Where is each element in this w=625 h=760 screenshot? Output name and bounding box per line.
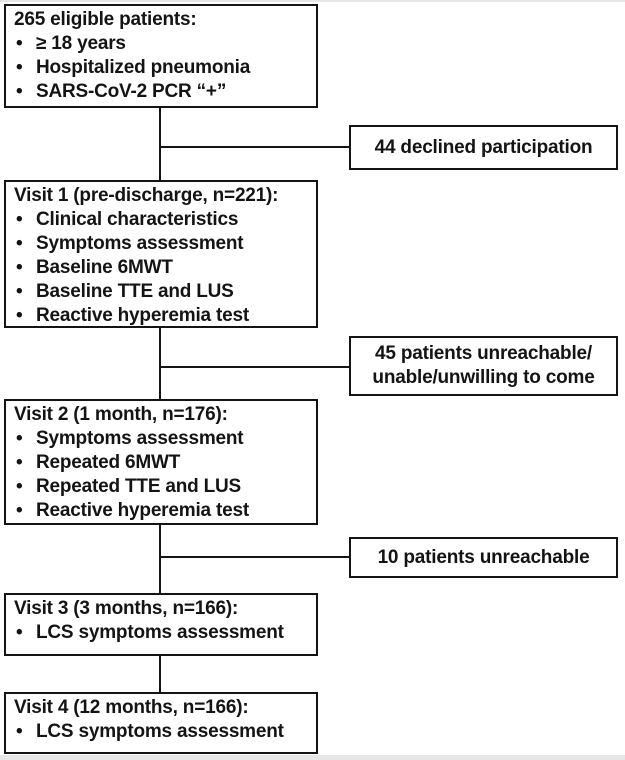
flow-box-visit-2: Visit 2 (1 month, n=176): Symptoms asses…: [4, 399, 318, 525]
box-bullet-list: LCS symptoms assessment: [14, 720, 308, 744]
connector-horizontal-2: [161, 366, 349, 368]
box-title: Visit 3 (3 months, n=166):: [14, 598, 239, 619]
flow-box-eligible-patients: 265 eligible patients: ≥ 18 years Hospit…: [4, 4, 318, 108]
box-bullet-item: Repeated TTE and LUS: [14, 475, 308, 499]
connector-vertical-3: [159, 525, 161, 593]
box-bullet-item: Symptoms assessment: [14, 232, 308, 256]
box-bullet-item: SARS-CoV-2 PCR “+”: [14, 80, 308, 104]
box-bullet-item: Baseline TTE and LUS: [14, 280, 308, 304]
box-bullet-item: Baseline 6MWT: [14, 256, 308, 280]
box-title: Visit 2 (1 month, n=176):: [14, 404, 228, 425]
flow-box-visit-1: Visit 1 (pre-discharge, n=221): Clinical…: [4, 180, 318, 328]
connector-vertical-2: [159, 328, 161, 399]
box-bullet-list: Symptoms assessment Repeated 6MWT Repeat…: [14, 427, 308, 523]
box-bullet-item: Symptoms assessment: [14, 427, 308, 451]
box-bullet-item: Reactive hyperemia test: [14, 499, 308, 523]
box-bullet-item: Repeated 6MWT: [14, 451, 308, 475]
flow-box-declined-participation: 44 declined participation: [349, 125, 618, 170]
box-bullet-item: Hospitalized pneumonia: [14, 56, 308, 80]
connector-horizontal-1: [161, 146, 349, 148]
box-bullet-list: LCS symptoms assessment: [14, 621, 308, 645]
box-bullet-list: ≥ 18 years Hospitalized pneumonia SARS-C…: [14, 32, 308, 104]
box-bullet-item: LCS symptoms assessment: [14, 720, 308, 744]
flow-box-unreachable-visit-3: 10 patients unreachable: [349, 537, 618, 578]
flow-box-unreachable-visit-2: 45 patients unreachable/ unable/unwillin…: [349, 336, 618, 396]
scan-artifact-strip-top: [0, 0, 625, 2]
box-bullet-item: LCS symptoms assessment: [14, 621, 308, 645]
connector-vertical-1: [159, 108, 161, 180]
connector-vertical-4: [159, 656, 161, 692]
side-box-text: 10 patients unreachable: [377, 546, 590, 568]
flow-box-visit-4: Visit 4 (12 months, n=166): LCS symptoms…: [4, 692, 318, 754]
side-box-text: 44 declined participation: [374, 136, 593, 158]
flow-box-visit-3: Visit 3 (3 months, n=166): LCS symptoms …: [4, 593, 318, 656]
scan-artifact-strip-bottom: [0, 755, 625, 760]
box-bullet-item: Clinical characteristics: [14, 208, 308, 232]
box-bullet-item: Reactive hyperemia test: [14, 304, 308, 328]
box-bullet-list: Clinical characteristics Symptoms assess…: [14, 208, 308, 328]
box-bullet-item: ≥ 18 years: [14, 32, 308, 56]
box-title: 265 eligible patients:: [14, 9, 197, 30]
box-title: Visit 4 (12 months, n=166):: [14, 697, 249, 718]
box-title: Visit 1 (pre-discharge, n=221):: [14, 185, 279, 206]
side-box-text: 45 patients unreachable/ unable/unwillin…: [372, 343, 595, 388]
connector-horizontal-3: [161, 556, 349, 558]
